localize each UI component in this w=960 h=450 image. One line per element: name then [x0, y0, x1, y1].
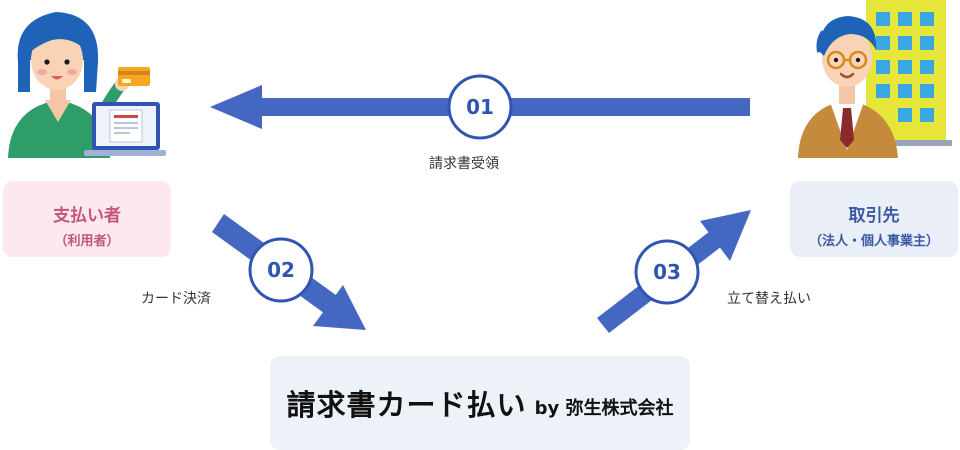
step-label-03: 立て替え払い — [727, 291, 811, 307]
step-label-02: カード決済 — [141, 291, 211, 307]
payer-sublabel: （利用者） — [54, 234, 120, 249]
step-badge-01: 01 — [447, 74, 513, 140]
partner-sublabel: （法人・個人事業主） — [808, 234, 939, 249]
step-number: 02 — [267, 258, 295, 282]
step-number: 03 — [653, 260, 681, 284]
service-provider: by 弥生株式会社 — [534, 398, 674, 419]
partner-label: 取引先 — [848, 206, 900, 226]
payer-label-box: 支払い者 （利用者） — [3, 181, 171, 257]
payer-label: 支払い者 — [53, 206, 121, 226]
partner-illustration — [798, 0, 952, 158]
step-badge-02: 02 — [248, 237, 314, 303]
step-number: 01 — [466, 95, 494, 119]
service-box: 請求書カード払い by 弥生株式会社 — [270, 356, 690, 450]
step-badge-03: 03 — [634, 239, 700, 305]
payer-illustration — [8, 12, 166, 158]
step-label-01: 請求書受領 — [429, 156, 499, 172]
service-name: 請求書カード払い — [286, 388, 527, 422]
partner-label-box: 取引先 （法人・個人事業主） — [790, 181, 958, 257]
